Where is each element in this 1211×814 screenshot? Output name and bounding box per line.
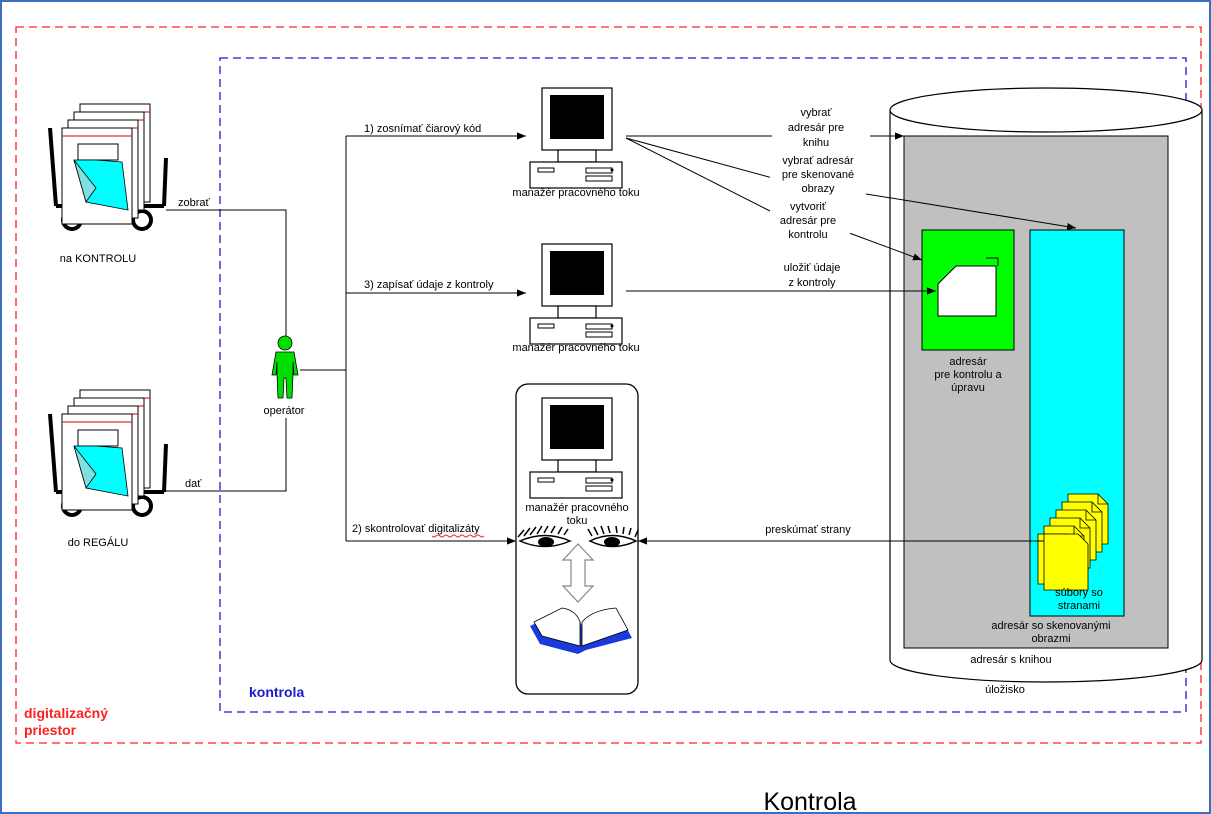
computer-icon-3	[529, 397, 623, 499]
page-files-icon	[1037, 493, 1109, 591]
cart-top-label: na KONTROLU	[60, 253, 136, 265]
create-ctrl-dir-label-1: vytvoriť	[790, 201, 827, 213]
select-book-dir-label-3: knihu	[803, 137, 829, 149]
save-data-label-2: z kontroly	[788, 277, 836, 289]
select-book-dir-label-1: vybrať	[800, 107, 832, 119]
save-data-label-1: uložiť údaje	[784, 262, 841, 274]
cart-bottom-label: do REGÁLU	[68, 536, 129, 549]
select-scan-dir-label-3: obrazy	[801, 183, 835, 195]
ctrl-dir-label-1: adresár	[949, 356, 987, 368]
computer-icon-1	[529, 87, 623, 189]
double-arrow-icon	[561, 543, 595, 603]
edge-step2-label: 2) skontrolovať digitalizáty	[352, 523, 480, 535]
spellcheck-underline	[431, 534, 485, 538]
operator-label: operátor	[264, 405, 305, 417]
select-scan-dir-label-1: vybrať adresár	[782, 155, 854, 167]
book-dir-label: adresár s knihou	[970, 654, 1051, 666]
digitization-space-region	[15, 26, 1202, 744]
operator-icon	[271, 335, 299, 399]
workflow-manager-1-label: manažér pracovného toku	[512, 187, 639, 199]
open-book-icon	[530, 607, 632, 654]
storage-label: úložisko	[985, 684, 1025, 696]
eyes-icon	[517, 525, 639, 548]
edge-step3-label: 3) zapísať údaje z kontroly	[364, 279, 494, 291]
edge-take-label: zobrať	[178, 197, 211, 209]
label-bg-3	[770, 198, 850, 242]
select-book-dir-label-2: adresár pre	[788, 122, 844, 134]
cart-bottom	[48, 388, 168, 517]
workflow-manager-3-label-2: toku	[567, 515, 588, 527]
create-ctrl-dir-label-3: kontrolu	[788, 229, 827, 241]
scan-dir-label-1: adresár so skenovanými	[991, 620, 1110, 632]
scan-dir-label-2: obrazmi	[1031, 633, 1070, 645]
edge-give-label: dať	[185, 478, 202, 490]
control-directory-document	[937, 257, 999, 317]
edge-give	[166, 418, 287, 492]
ctrl-dir-label-3: úpravu	[951, 382, 985, 394]
digitization-space-label-2: priestor	[24, 722, 77, 738]
select-scan-dir-label-2: pre skenované	[782, 169, 854, 181]
edge-take	[166, 209, 287, 336]
figure-caption: Kontrola	[763, 788, 856, 814]
ctrl-dir-label-2: pre kontrolu a	[934, 369, 1002, 381]
workflow-manager-3-label-1: manažér pracovného	[525, 502, 628, 514]
create-ctrl-dir-label-2: adresár pre	[780, 215, 836, 227]
cart-top	[48, 102, 168, 231]
page-files-label-2: stranami	[1058, 600, 1100, 612]
label-bg-1	[772, 104, 870, 150]
computer-icon-2	[529, 243, 623, 345]
label-bg-2	[770, 153, 866, 197]
control-region-label: kontrola	[249, 684, 304, 700]
page-files-label-1: súbory so	[1055, 587, 1103, 599]
digitization-space-label: digitalizačný	[24, 705, 108, 721]
workflow-manager-2-label: manažér pracovného toku	[512, 342, 639, 354]
review-pages-label: preskúmať strany	[765, 524, 851, 536]
edge-step1-label: 1) zosnímať čiarový kód	[364, 123, 481, 135]
